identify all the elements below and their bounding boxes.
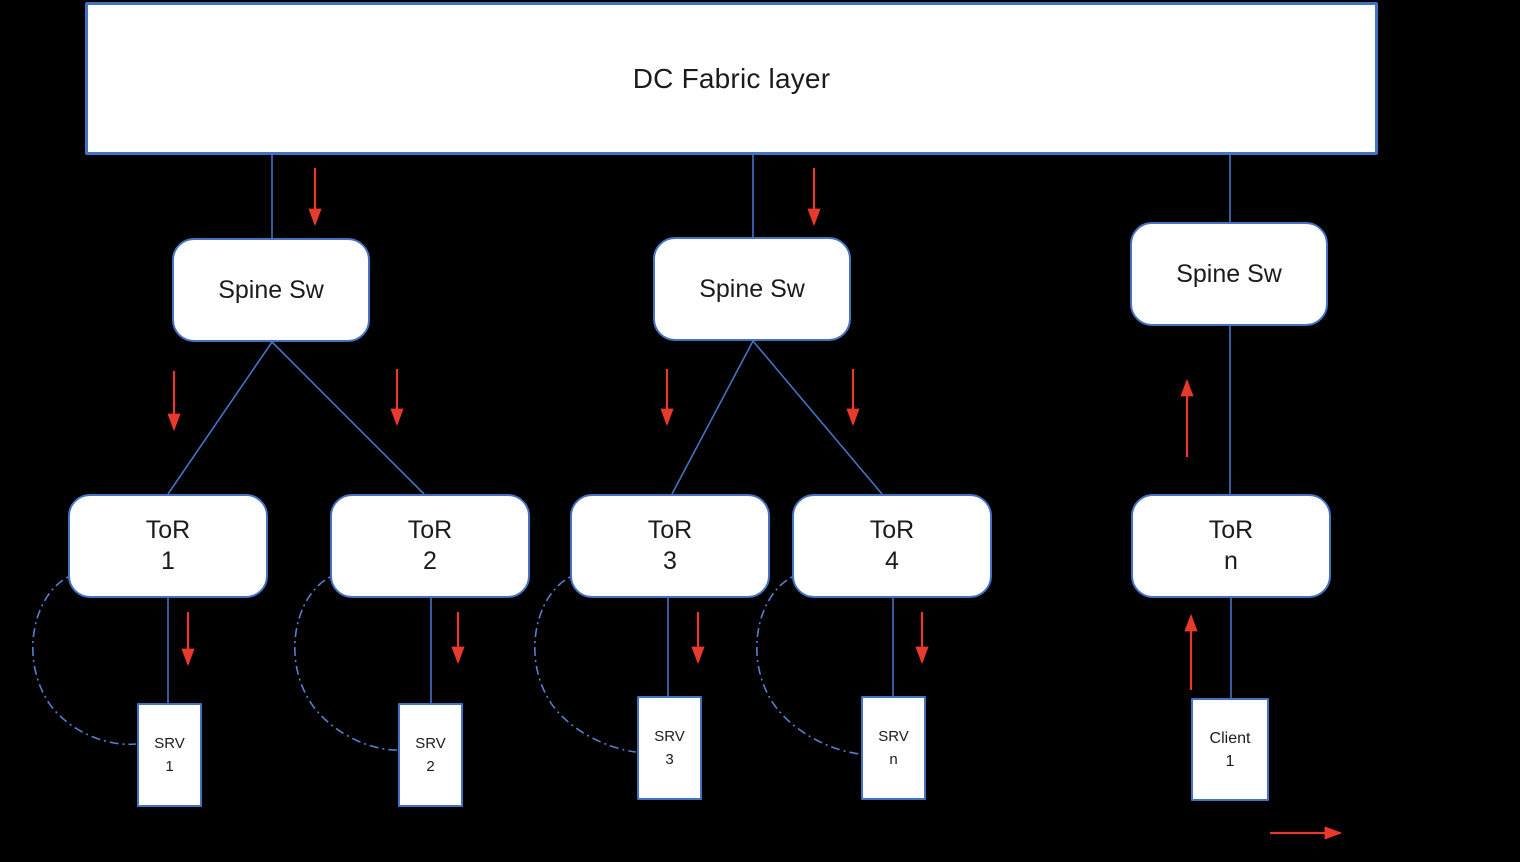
client-1: Client 1 — [1191, 698, 1269, 801]
spine-switch-n: Spine Sw — [1130, 222, 1328, 326]
tor-n-number: n — [1224, 547, 1238, 575]
server-1-title: SRV — [154, 735, 185, 752]
dash-curve-srv3-tor3-icon — [534, 576, 637, 753]
tor-switch-1: ToR 1 — [68, 494, 268, 598]
server-n-number: n — [889, 751, 898, 768]
tor-4-number: 4 — [885, 547, 899, 575]
tor-3-number: 3 — [663, 547, 677, 575]
tor-switch-3: ToR 3 — [570, 494, 770, 598]
tor-switch-4: ToR 4 — [792, 494, 992, 598]
spine-switch-1-label: Spine Sw — [218, 275, 324, 304]
flow-arrows — [167, 168, 1343, 840]
dash-curve-srvn-tor4-icon — [756, 576, 861, 755]
spine-switch-n-label: Spine Sw — [1176, 259, 1282, 288]
tor-n-title: ToR — [1208, 516, 1254, 544]
tor-2-number: 2 — [423, 547, 437, 575]
server-3-number: 3 — [665, 751, 674, 768]
tor-4-title: ToR — [869, 516, 915, 544]
tor-1-title: ToR — [145, 516, 191, 544]
spine-switch-1: Spine Sw — [172, 238, 370, 342]
link-spine2-tor4 — [752, 340, 883, 495]
dash-curve-srv2-tor2-icon — [294, 576, 398, 751]
tor-1-number: 1 — [161, 547, 175, 575]
tor-switch-2: ToR 2 — [330, 494, 530, 598]
spine-switch-2: Spine Sw — [653, 237, 851, 341]
client-1-number: 1 — [1225, 752, 1235, 770]
server-3-title: SRV — [654, 728, 685, 745]
server-n: SRV n — [861, 696, 926, 800]
server-2-title: SRV — [415, 735, 446, 752]
server-1-number: 1 — [165, 758, 174, 775]
tor-3-title: ToR — [647, 516, 693, 544]
server-2-number: 2 — [426, 758, 435, 775]
dash-curve-srv1-tor1-icon — [32, 576, 137, 746]
link-spine2-tor3 — [671, 340, 754, 495]
spine-switch-2-label: Spine Sw — [699, 274, 805, 303]
dc-fabric-layer-label: DC Fabric layer — [632, 62, 831, 94]
tor-switch-n: ToR n — [1131, 494, 1331, 598]
server-1: SRV 1 — [137, 703, 202, 807]
server-n-title: SRV — [878, 728, 909, 745]
client-1-title: Client — [1209, 729, 1251, 747]
link-spine1-tor2 — [271, 341, 425, 495]
blue-links — [167, 155, 1232, 704]
dc-fabric-layer-box: DC Fabric layer — [85, 2, 1378, 155]
link-spine1-tor1 — [167, 341, 273, 495]
server-2: SRV 2 — [398, 703, 463, 807]
server-3: SRV 3 — [637, 696, 702, 800]
tor-2-title: ToR — [407, 516, 453, 544]
